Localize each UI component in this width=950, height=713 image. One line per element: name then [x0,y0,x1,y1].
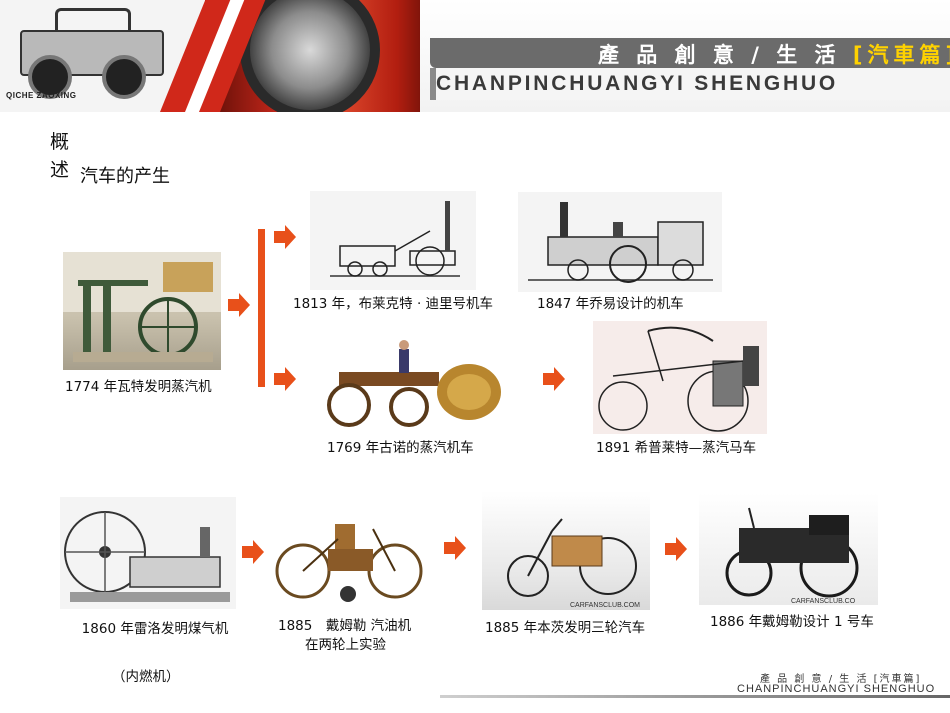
rocket-locomotive-image [310,191,476,290]
jeep-frame [55,8,131,37]
daimler-motorcycle-image [273,509,426,609]
cugnot-steam-carriage-image [309,337,505,428]
benz-caption: 1885 年本茨发明三轮汽车 [485,620,646,636]
jeep-wheel-rear [102,55,146,99]
side-title: 概述 [50,131,70,181]
jeep-wheel-front [28,55,72,99]
arrow-right-icon [444,536,466,560]
arrow-right-icon [274,367,296,391]
watt-steam-engine-image [63,252,221,370]
daimler-motorcycle-illustration [275,524,423,602]
lenoir-engine-sketch [64,511,230,602]
lenoir-caption: 1860 年雷洛发明煤气机 [81,621,229,637]
car-wheel-image [240,0,380,112]
joy-locomotive-image [518,192,722,292]
rocket-locomotive-sketch [330,201,460,277]
rocket-caption: 1813 年，布莱克特 · 迪里号机车 [293,296,494,312]
hipple-carriage-sketch [598,326,759,432]
watt-caption: 1774 年瓦特发明蒸汽机 [65,379,212,395]
subtitle: 汽车的产生 [80,166,170,187]
arrow-right-icon [274,225,296,249]
arrow-right-icon [665,537,687,561]
footer-title-cn: 產 品 創 意 / 生 活 [汽車篇] [760,674,922,685]
daimler-car-image: CARFANSCLUB.CO [699,493,878,605]
footer-title-en: CHANPINCHUANGYI SHENGHUO [737,683,936,695]
joy-locomotive-sketch [528,202,713,283]
daimler-watermark: CARFANSCLUB.CO [791,598,856,605]
banner-title-cn: 產 品 創 意 / 生 活 [汽車篇] [598,39,950,69]
footer-divider [440,695,950,698]
banner-title-highlight: [汽車篇] [852,43,950,67]
banner-title-main: 產 品 創 意 / 生 活 [598,43,853,67]
benz-motorwagen-image: CARFANSCLUB.COM [482,491,650,610]
jeep-label: QICHE ZAOXING [6,91,77,100]
hipple-caption: 1891 希普莱特—蒸汽马车 [596,440,757,456]
arrow-right-icon [228,293,250,317]
arrow-right-icon [543,367,565,391]
lenoir-note: （内燃机） [112,669,180,685]
title-strip [430,38,950,68]
hipple-steam-carriage-image [593,321,767,434]
header-banner: QICHE ZAOXING 產 品 創 意 / 生 活 [汽車篇] CHANPI… [0,0,950,112]
benz-watermark: CARFANSCLUB.COM [570,602,641,609]
watt-engine-illustration [63,252,221,362]
daimler-moto-caption-line1: 1885 戴姆勒 汽油机 [278,618,412,634]
arrow-right-icon [242,540,264,564]
daimler-car-caption: 1886 年戴姆勒设计 1 号车 [710,614,874,630]
daimler-moto-caption-line2: 在两轮上实验 [305,637,386,653]
cugnot-caption: 1769 年古诺的蒸汽机车 [327,440,474,456]
daimler-car-illustration [725,507,859,598]
lenoir-gas-engine-image [60,497,236,609]
benz-motorwagen-illustration [507,518,637,597]
joy-caption: 1847 年乔易设计的机车 [537,296,684,312]
bracket-bar [258,229,265,387]
subtitle-strip [430,68,950,100]
banner-title-en: CHANPINCHUANGYI SHENGHUO [436,72,839,95]
cugnot-carriage-illustration [309,337,505,428]
